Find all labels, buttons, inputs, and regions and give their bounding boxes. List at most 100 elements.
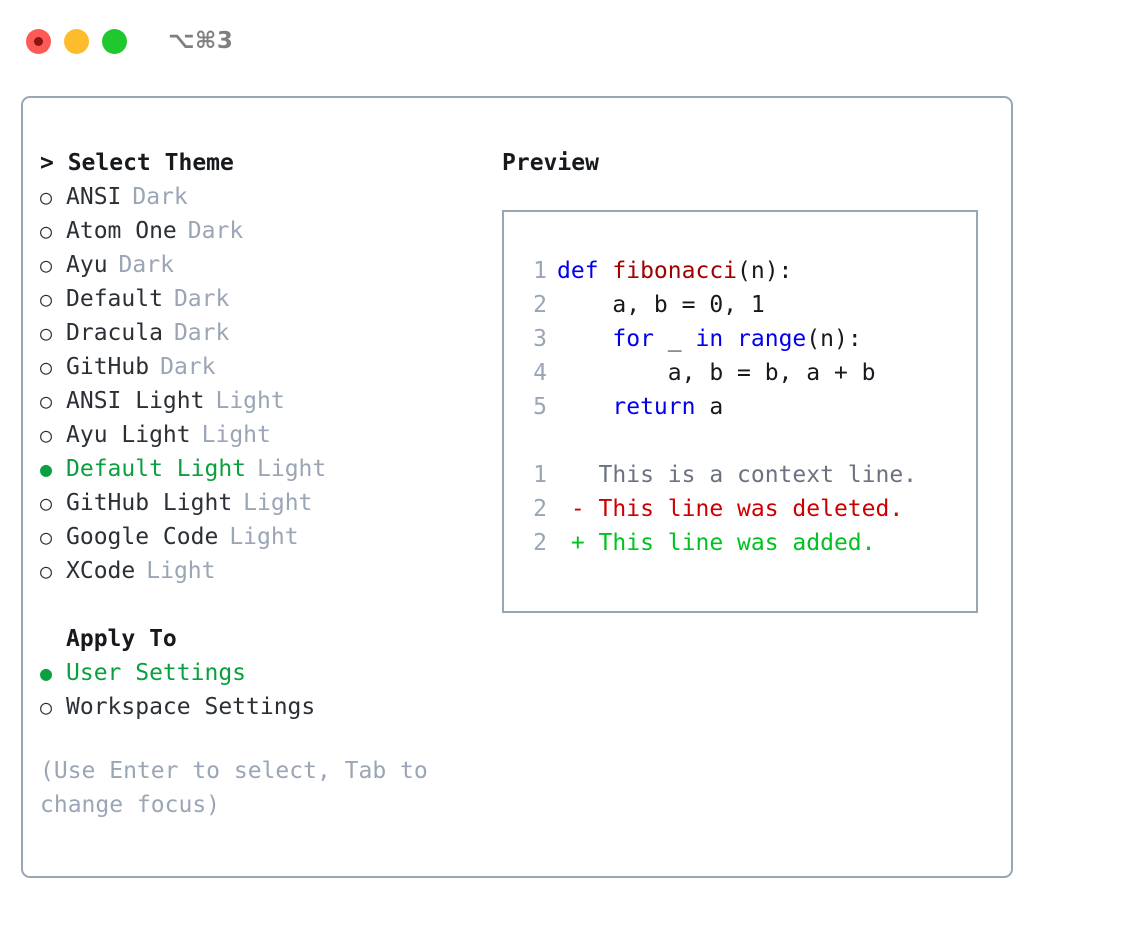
apply-to-option[interactable]: ○ Workspace Settings [40, 690, 490, 724]
code-token [723, 326, 737, 352]
code-token: def [557, 258, 613, 284]
line-number: 2 [533, 496, 547, 522]
code-token: for [612, 326, 654, 352]
section-spacer [40, 588, 490, 622]
theme-variant-badge: Light [257, 456, 327, 482]
code-text: for _ in range(n): [547, 322, 862, 356]
line-number: 1 [533, 462, 547, 488]
code-line: 5 return a [504, 390, 976, 424]
theme-variant-badge: Dark [160, 354, 216, 380]
radio-unselected-icon: ○ [40, 253, 53, 277]
radio-unselected-icon: ○ [40, 491, 53, 515]
theme-variant-badge: Dark [118, 252, 174, 278]
theme-list-item[interactable]: ○ Google Code Light [40, 520, 490, 554]
theme-name-label: Default Light [66, 456, 247, 482]
apply-to-option[interactable]: ● User Settings [40, 656, 490, 690]
theme-name-label: Dracula [66, 320, 163, 346]
theme-name-label: ANSI [66, 184, 122, 210]
diff-text: - This line was deleted. [557, 496, 904, 522]
theme-name-label: Default [66, 286, 163, 312]
code-token: a [695, 394, 724, 420]
radio-unselected-icon: ○ [40, 185, 53, 209]
code-token [557, 326, 612, 352]
theme-variant-badge: Light [201, 422, 271, 448]
diff-text: + This line was added. [557, 530, 876, 556]
line-number: 4 [533, 360, 547, 386]
minimize-button[interactable] [64, 28, 89, 54]
apply-to-list[interactable]: ● User Settings ○ Workspace Settings [40, 656, 490, 724]
theme-list-item[interactable]: ○ Ayu Light Light [40, 418, 490, 452]
code-text: a, b = b, a + b [547, 356, 876, 390]
theme-name-label: Google Code [66, 524, 219, 550]
diff-text: This is a context line. [557, 462, 918, 488]
radio-unselected-icon: ○ [40, 389, 53, 413]
code-token: (n): [737, 258, 793, 284]
theme-name-label: GitHub Light [66, 490, 233, 516]
theme-list-item[interactable]: ○ Dracula Dark [40, 316, 490, 350]
code-line: 3 for _ in range(n): [504, 322, 976, 356]
radio-unselected-icon: ○ [40, 423, 53, 447]
theme-name-label: XCode [66, 558, 136, 584]
line-number: 3 [533, 326, 547, 352]
radio-selected-icon: ● [40, 661, 53, 685]
theme-variant-badge: Dark [132, 184, 188, 210]
theme-name-label: Ayu Light [66, 422, 191, 448]
line-number: 1 [533, 258, 547, 284]
theme-variant-badge: Light [229, 524, 299, 550]
line-number: 2 [533, 292, 547, 318]
title-bar: ⌥⌘3 [0, 0, 1140, 82]
radio-unselected-icon: ○ [40, 355, 53, 379]
apply-to-label: Workspace Settings [66, 694, 316, 720]
theme-list-item[interactable]: ○ Default Dark [40, 282, 490, 316]
code-token: in [695, 326, 724, 352]
theme-list-item[interactable]: ○ XCode Light [40, 554, 490, 588]
close-button[interactable] [26, 28, 51, 54]
apply-to-heading: Apply To [66, 626, 177, 652]
code-token: (n): [806, 326, 862, 352]
code-token: fibonacci [612, 258, 738, 284]
code-token: a, b = b, a + b [557, 360, 876, 386]
line-number: 5 [533, 394, 547, 420]
code-token: _ [653, 326, 696, 352]
code-token: return [612, 394, 696, 420]
code-token [557, 394, 612, 420]
window-controls [26, 28, 127, 54]
maximize-button[interactable] [102, 28, 127, 54]
radio-unselected-icon: ○ [40, 287, 53, 311]
theme-name-label: Atom One [66, 218, 177, 244]
theme-list-item[interactable]: ○ Atom One Dark [40, 214, 490, 248]
radio-unselected-icon: ○ [40, 695, 53, 719]
theme-variant-badge: Dark [173, 320, 230, 346]
code-token: range [737, 326, 807, 352]
radio-unselected-icon: ○ [40, 321, 53, 345]
code-text: return a [547, 390, 723, 424]
diff-line: 2 + This line was added. [504, 526, 976, 560]
code-line: 4 a, b = b, a + b [504, 356, 976, 390]
radio-unselected-icon: ○ [40, 219, 53, 243]
keyboard-shortcut-label: ⌥⌘3 [168, 28, 234, 54]
apply-to-label: User Settings [66, 660, 247, 686]
theme-variant-badge: Dark [187, 218, 244, 244]
diff-line: 2 - This line was deleted. [504, 492, 976, 526]
code-line: 1 def fibonacci(n): [504, 254, 976, 288]
radio-unselected-icon: ○ [40, 559, 53, 583]
radio-unselected-icon: ○ [40, 525, 53, 549]
select-theme-heading: > Select Theme [40, 150, 234, 176]
theme-list-item[interactable]: ○ ANSI Dark [40, 180, 490, 214]
code-line: 2 a, b = 0, 1 [504, 288, 976, 322]
theme-variant-badge: Light [146, 558, 216, 584]
line-number: 2 [533, 530, 547, 556]
theme-name-label: ANSI Light [66, 388, 205, 414]
theme-variant-badge: Dark [173, 286, 230, 312]
